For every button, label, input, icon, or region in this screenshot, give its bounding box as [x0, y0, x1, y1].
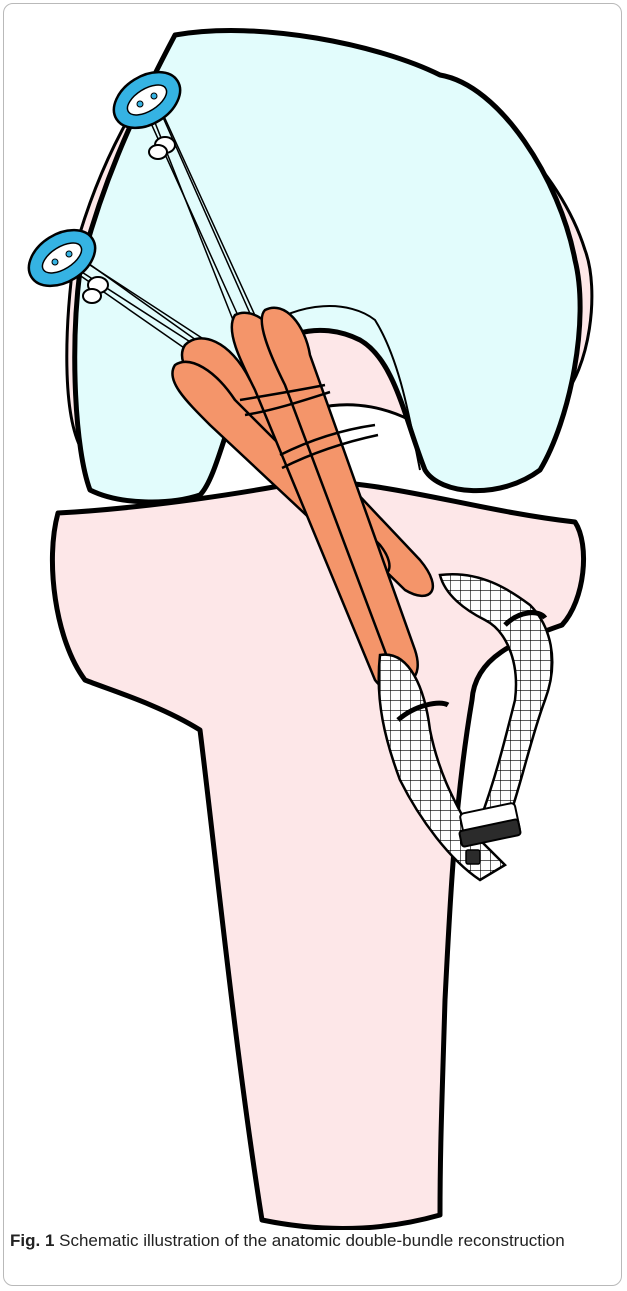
- knee-illustration: [0, 0, 627, 1230]
- figure-caption-text: Schematic illustration of the anatomic d…: [59, 1231, 565, 1250]
- figure-caption: Fig. 1 Schematic illustration of the ana…: [10, 1230, 610, 1252]
- figure-label: Fig. 1: [10, 1231, 54, 1250]
